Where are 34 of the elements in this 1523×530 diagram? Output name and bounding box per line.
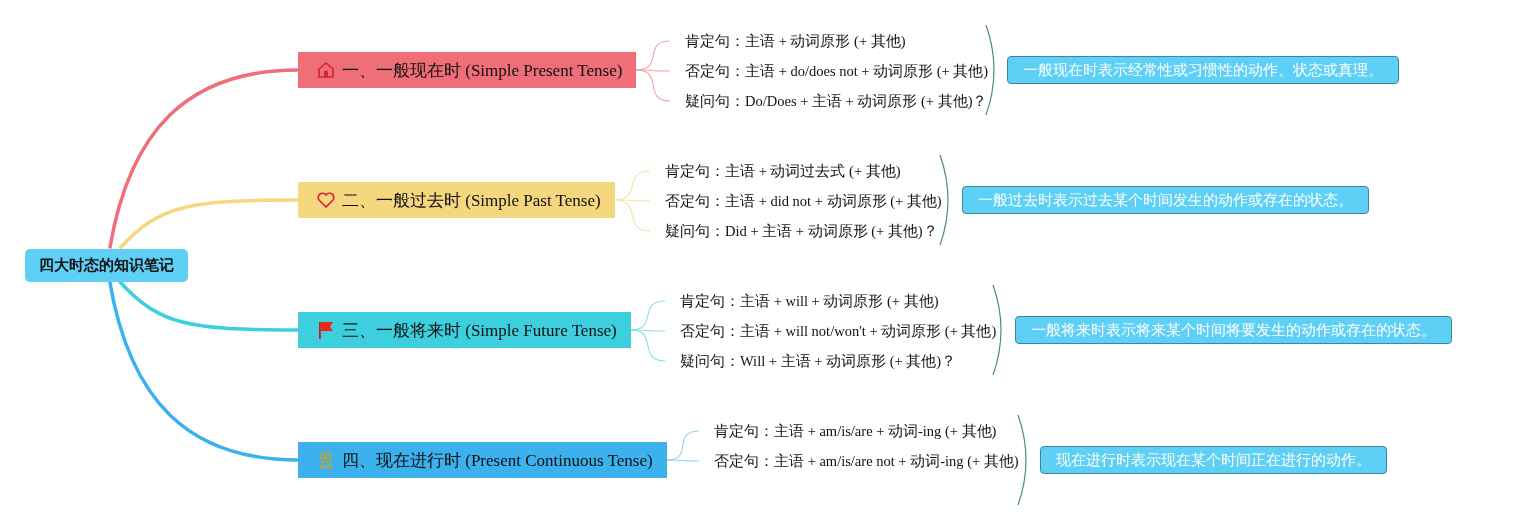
connector-line [630, 329, 666, 332]
subtopic-text: 否定句：主语 + am/is/are not + 动词-ing (+ 其他) [699, 449, 1019, 473]
summary-box: 一般现在时表示经常性或习惯性的动作、状态或真理。 [1007, 56, 1399, 84]
subtopic-text: 肯定句：主语 + am/is/are + 动词-ing (+ 其他) [699, 419, 997, 443]
summary-box: 一般将来时表示将来某个时间将要发生的动作或存在的状态。 [1015, 316, 1452, 344]
summary-box: 一般过去时表示过去某个时间发生的动作或存在的状态。 [962, 186, 1369, 214]
topic-label: 二、一般过去时 (Simple Past Tense) [342, 189, 601, 212]
branch-topic [298, 442, 667, 478]
connector-line [108, 68, 299, 249]
connector-line [630, 329, 666, 362]
branch-topic [298, 52, 637, 88]
topic-label: 一、一般现在时 (Simple Present Tense) [342, 59, 623, 82]
topic-label: 四、现在进行时 (Present Continuous Tense) [342, 449, 653, 472]
subtopic-text: 肯定句：主语 + 动词原形 (+ 其他) [670, 29, 906, 53]
branch-topic [298, 182, 615, 218]
branch-topic [298, 312, 631, 348]
connector-line [635, 69, 671, 102]
subtopic-text: 肯定句：主语 + 动词过去式 (+ 其他) [650, 159, 901, 183]
subtopic-text: 否定句：主语 + do/does not + 动词原形 (+ 其他) [670, 59, 989, 83]
subtopic-text: 否定句：主语 + will not/won't + 动词原形 (+ 其他) [665, 319, 997, 343]
connector-line [108, 281, 299, 462]
connector-line [666, 459, 700, 462]
subtopic-text: 否定句：主语 + did not + 动词原形 (+ 其他) [650, 189, 942, 213]
subtopic-text: 疑问句：Will + 主语 + 动词原形 (+ 其他)？ [665, 349, 957, 373]
summary-box: 现在进行时表示现在某个时间正在进行的动作。 [1040, 446, 1387, 474]
connector-line [614, 199, 651, 202]
topic-label: 三、一般将来时 (Simple Future Tense) [342, 319, 617, 342]
subtopic-text: 肯定句：主语 + will + 动词原形 (+ 其他) [665, 289, 939, 313]
subtopic-text: 疑问句：Do/Does + 主语 + 动词原形 (+ 其他)？ [670, 89, 988, 113]
connector-line [614, 199, 651, 232]
subtopic-text: 疑问句：Did + 主语 + 动词原形 (+ 其他)？ [650, 219, 938, 243]
connector-line [118, 198, 298, 250]
central-topic: 四大时态的知识笔记 [25, 248, 188, 282]
connector-line [118, 280, 298, 332]
